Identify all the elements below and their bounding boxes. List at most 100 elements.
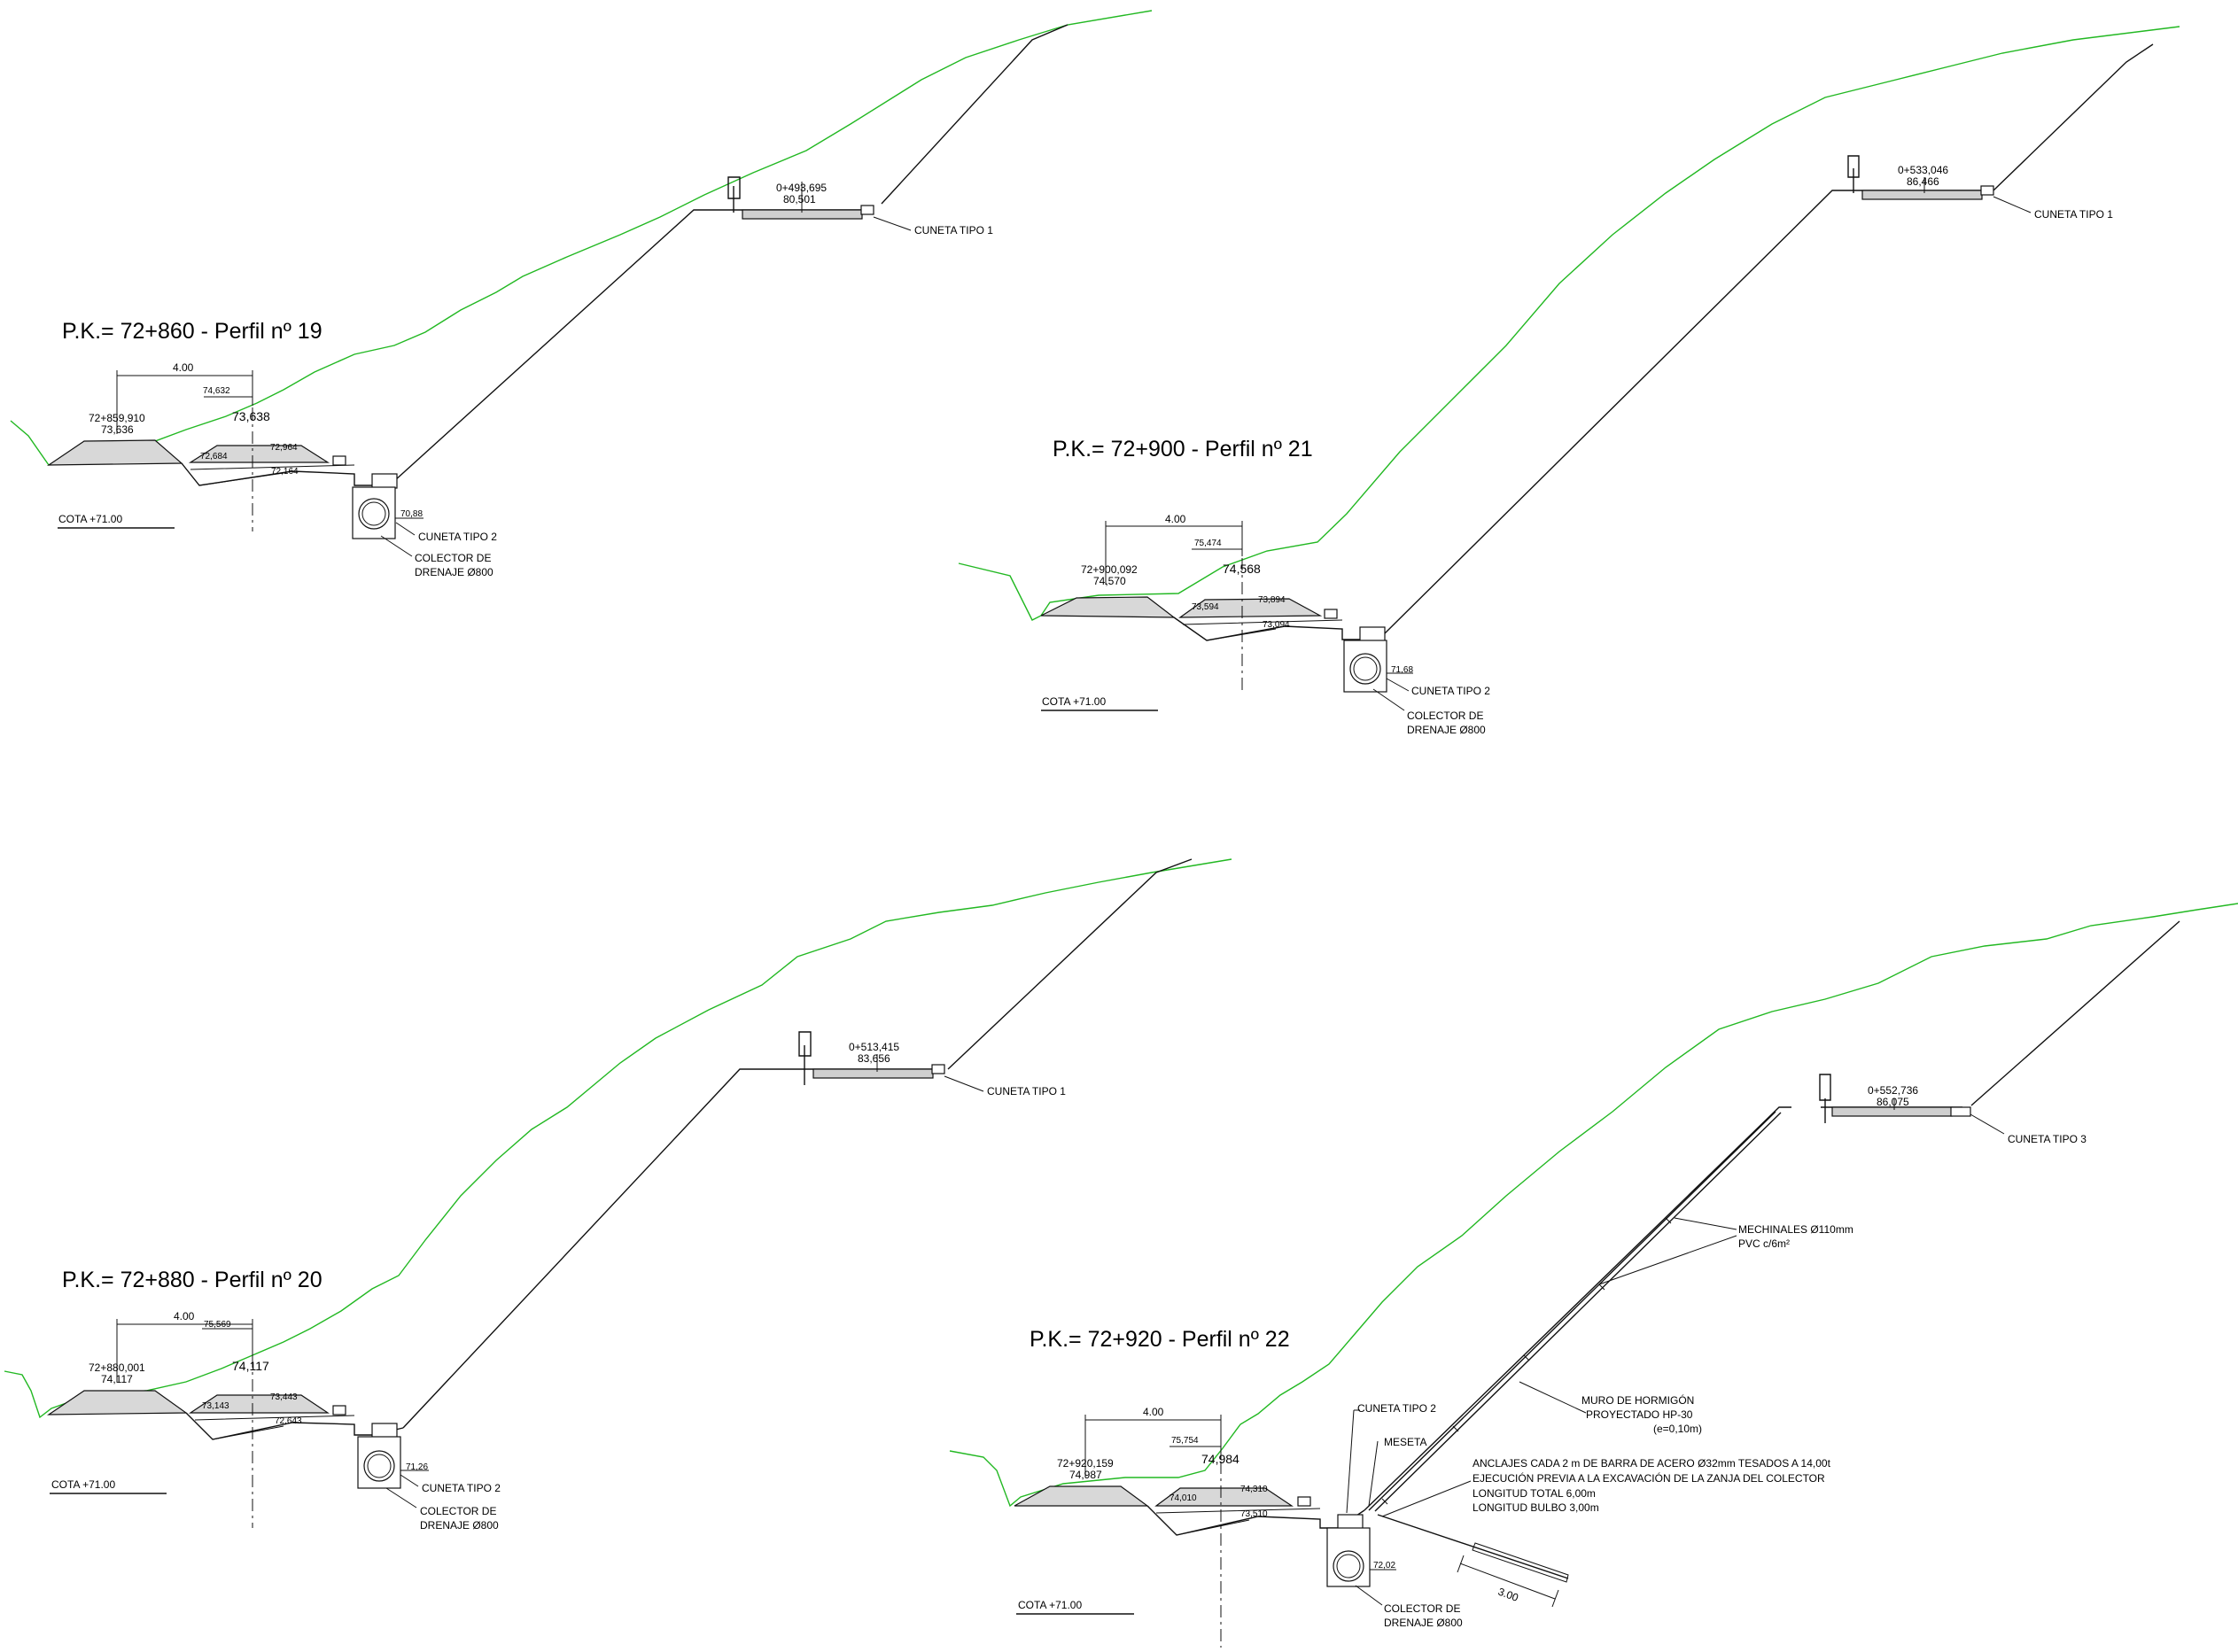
cuneta-low-label: CUNETA TIPO 2	[422, 1482, 501, 1494]
elev-main-label: 73,638	[232, 409, 270, 423]
colector-label-1: COLECTOR DE	[1407, 710, 1483, 722]
muro-hatch	[1381, 1217, 1672, 1505]
road-cuneta	[1980, 185, 1994, 196]
elev-c-label: 73,094	[1263, 620, 1290, 630]
section-21: P.K.= 72+900 - Perfil nº 21 4.00 75,474 …	[958, 26, 2180, 736]
anchor-bar	[1377, 1514, 1569, 1579]
road-elev-label: 83,656	[858, 1052, 890, 1065]
colector-label-2: DRENAJE Ø800	[1407, 724, 1486, 736]
road-cuneta-leader	[873, 216, 912, 231]
pipe-elev-label: 70,88	[400, 509, 423, 519]
signal-post	[1847, 155, 1860, 193]
pipe-elev-label: 71,26	[406, 1462, 428, 1472]
ballast-left	[46, 439, 183, 466]
natural-ground-line	[958, 26, 2180, 621]
cable-trough	[1297, 1496, 1311, 1507]
leader-mechinales-1	[1674, 1217, 1737, 1230]
cuneta-high-label: CUNETA TIPO 3	[2008, 1133, 2086, 1145]
road-elev-label: 86,466	[1907, 175, 1939, 188]
road-cuneta-leader	[944, 1075, 984, 1092]
pk-left-label: 72+920,159	[1057, 1457, 1114, 1470]
cuneta-box	[371, 473, 398, 489]
muro-label-2: PROYECTADO HP-30	[1586, 1408, 1693, 1421]
road-cuneta	[860, 205, 874, 215]
colector-pipe	[1349, 653, 1381, 685]
elev-b-label: 72,964	[270, 443, 298, 453]
cuneta-high-label: CUNETA TIPO 1	[914, 224, 993, 237]
road-pk-label: 0+533,046	[1898, 164, 1948, 176]
road-pk-label: 0+552,736	[1868, 1084, 1918, 1097]
section-title: P.K.= 72+860 - Perfil nº 19	[62, 319, 322, 344]
elev-left-label: 73,636	[101, 423, 134, 436]
colector-pipe-inner	[1336, 1554, 1361, 1578]
pipe-elev-label: 72,02	[1373, 1561, 1395, 1571]
cable-trough	[332, 1405, 346, 1415]
natural-ground-line	[10, 10, 1153, 466]
elev-c-label: 72,164	[271, 467, 299, 477]
meseta-label: MESETA	[1384, 1436, 1426, 1448]
dim-small-label: 75,754	[1171, 1436, 1199, 1446]
colector-pipe-inner	[1353, 656, 1378, 681]
cut-slope-line	[1364, 920, 2180, 1511]
ballast-right	[1154, 1487, 1294, 1507]
colector-pipe	[358, 498, 390, 530]
leader-colector	[385, 1487, 417, 1509]
road-cuneta-leader	[1970, 1113, 2005, 1135]
leader-cuneta	[1386, 678, 1410, 692]
cuneta-box	[371, 1423, 398, 1439]
cut-slope-line	[393, 24, 1068, 482]
section-title: P.K.= 72+920 - Perfil nº 22	[1030, 1327, 1290, 1352]
colector-label-1: COLECTOR DE	[1384, 1602, 1460, 1615]
dim-small-label: 75,569	[204, 1320, 231, 1330]
cable-trough	[1324, 609, 1338, 619]
anchor-dim-line	[1459, 1563, 1556, 1600]
anclajes-label-1: ANCLAJES CADA 2 m DE BARRA DE ACERO Ø32m…	[1473, 1457, 1831, 1470]
cuneta-box	[1359, 626, 1386, 642]
muro-label-3: (e=0,10m)	[1653, 1423, 1702, 1435]
cuneta-high-label: CUNETA TIPO 1	[987, 1085, 1066, 1097]
section-19: P.K.= 72+860 - Perfil nº 19 4.00 74,632 …	[10, 10, 1153, 578]
leader-muro	[1519, 1381, 1587, 1414]
colector-label-2: DRENAJE Ø800	[420, 1519, 499, 1532]
leader-colector	[1355, 1585, 1383, 1606]
elev-c-label: 72,643	[275, 1416, 302, 1426]
road-pavement	[1861, 190, 1983, 200]
leader-cuneta	[400, 1474, 419, 1487]
cuneta-low-label: CUNETA TIPO 2	[1411, 685, 1490, 697]
muro-label-1: MURO DE HORMIGÓN	[1581, 1393, 1694, 1407]
cut-slope-line	[1381, 43, 2154, 637]
leader-meseta	[1368, 1440, 1379, 1507]
leader-cuneta	[1346, 1409, 1355, 1514]
pk-left-label: 72+900,092	[1081, 563, 1138, 576]
colector-pipe	[1333, 1550, 1364, 1582]
colector-label-2: DRENAJE Ø800	[1384, 1617, 1463, 1629]
ballast-right	[1178, 598, 1323, 618]
dim-small-label: 75,474	[1194, 539, 1222, 548]
cuneta-box	[1337, 1514, 1364, 1530]
section-20: P.K.= 72+880 - Perfil nº 20 4.00 75,569 …	[4, 858, 1232, 1532]
muro-hormigon	[1368, 1111, 1782, 1512]
leader-colector	[1372, 688, 1405, 711]
width-label: 4.00	[174, 1310, 195, 1322]
mechinales-label-1: MECHINALES Ø110mm	[1738, 1223, 1853, 1236]
formation-line	[190, 464, 355, 486]
cable-trough	[332, 455, 346, 466]
anchor-bulb	[1472, 1542, 1569, 1583]
elev-main-label: 74,984	[1201, 1452, 1239, 1466]
leader-colector	[380, 535, 413, 557]
formation-line	[1182, 619, 1343, 641]
elev-b-label: 73,894	[1258, 595, 1286, 605]
elev-left-label: 74,570	[1093, 575, 1126, 587]
cota-label: COTA +71.00	[1018, 1599, 1082, 1611]
colector-label-2: DRENAJE Ø800	[415, 566, 493, 578]
anclajes-label-2: EJECUCIÓN PREVIA A LA EXCAVACIÓN DE LA Z…	[1473, 1471, 1825, 1485]
elev-a-label: 73,594	[1192, 602, 1219, 612]
dim-small-label: 74,632	[203, 386, 230, 396]
leader-mechinales-2	[1598, 1235, 1737, 1285]
cota-label: COTA +71.00	[58, 513, 122, 525]
formation-line	[194, 1415, 355, 1440]
natural-ground-line	[949, 903, 2238, 1508]
road-elev-label: 86,075	[1877, 1096, 1909, 1108]
cuneta-low-label: CUNETA TIPO 2	[1357, 1402, 1436, 1415]
